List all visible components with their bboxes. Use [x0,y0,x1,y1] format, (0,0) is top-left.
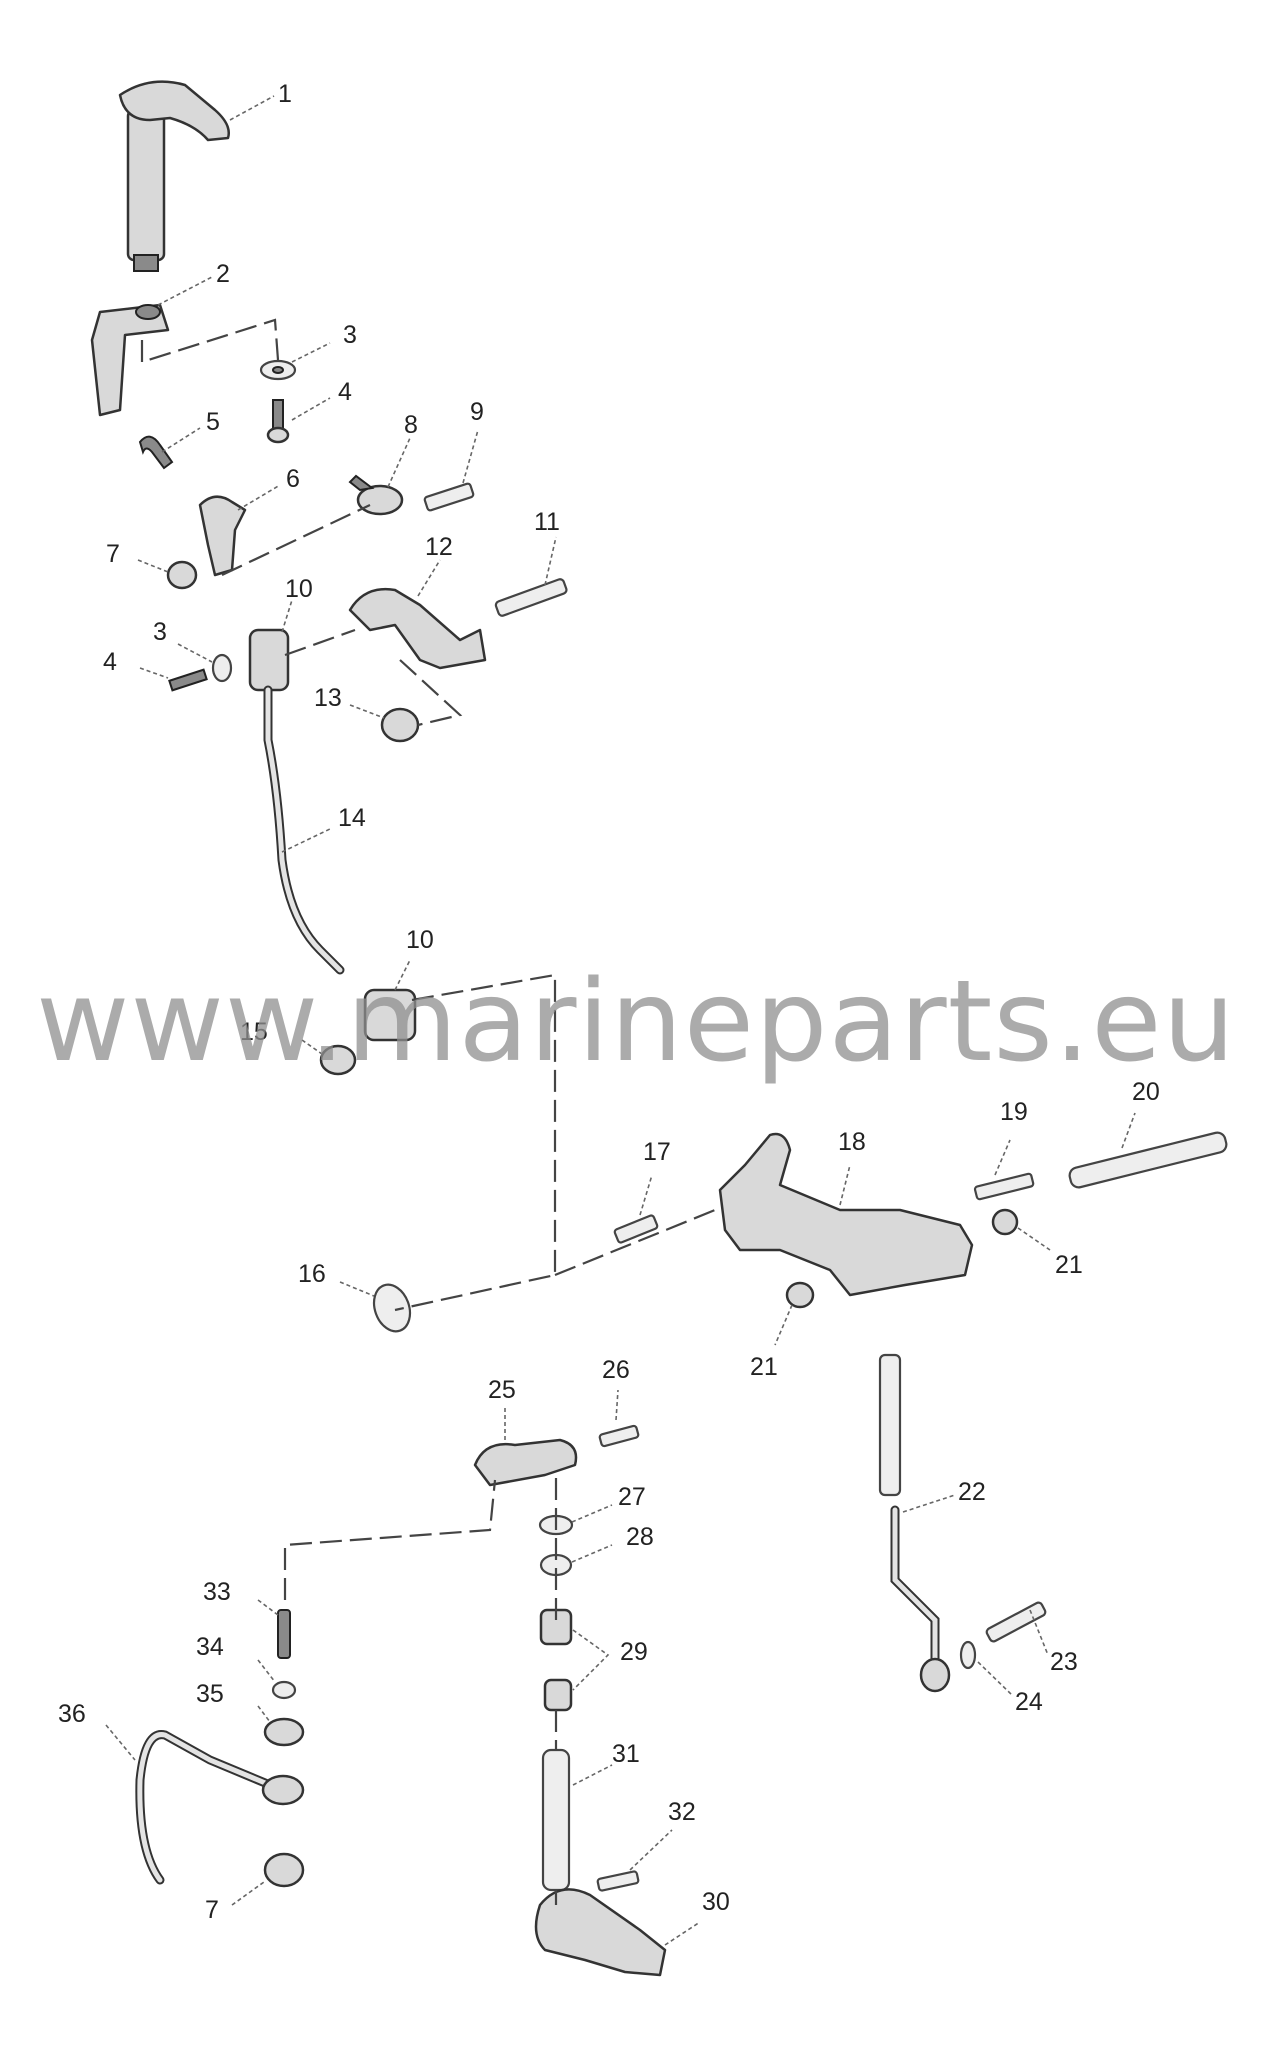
callout-3-lower: 3 [153,618,167,646]
callout-9: 9 [470,398,484,426]
callout-27: 27 [618,1483,646,1511]
callout-26: 26 [602,1356,630,1384]
assembly-phantom-lines [140,318,716,1905]
callout-19: 19 [1000,1098,1028,1126]
part-23-bolt [985,1601,1047,1643]
callout-5: 5 [206,408,220,436]
callout-11: 11 [534,508,560,536]
callout-34: 34 [196,1633,224,1661]
callout-15: 15 [240,1018,268,1046]
callout-6: 6 [286,465,300,493]
callout-36: 36 [58,1700,86,1728]
part-20-shift-rod [1068,1131,1228,1189]
part-36-shift-link [135,1730,305,1885]
part-4-screw-lower [168,668,208,692]
part-26-pin [598,1424,640,1448]
part-30-shift-arm [534,1888,667,1977]
part-10-cable-end-lower [363,988,417,1042]
part-12-shift-arm [348,587,487,670]
part-7-nut-lower [263,1852,305,1888]
part-22-shift-rod [878,1353,951,1693]
callout-7-upper: 7 [106,540,120,568]
callout-33: 33 [203,1578,231,1606]
part-15-nut [319,1044,357,1076]
callout-13: 13 [314,684,342,712]
part-21-clip-lower [785,1281,815,1309]
part-29-bushing-lower [543,1678,573,1712]
part-2-lever-bracket [90,303,170,417]
part-33-stud [277,1609,291,1659]
callout-10-upper: 10 [285,575,313,603]
callout-32: 32 [668,1798,696,1826]
callout-16: 16 [298,1260,326,1288]
part-14-cable [263,685,345,975]
part-19-pin [973,1172,1035,1201]
callout-2: 2 [216,260,230,288]
callout-17: 17 [643,1138,671,1166]
watermark-text: www.marineparts.eu [36,957,1236,1087]
callout-10-lower: 10 [406,926,434,954]
part-25-yoke [473,1438,578,1487]
part-13-nut [380,707,420,743]
part-21-clip-upper [991,1208,1019,1236]
part-4-screw-upper [266,399,290,444]
part-31-shaft [541,1748,571,1892]
callout-4-lower: 4 [103,648,117,676]
part-11-pin [494,578,568,617]
callout-14: 14 [338,804,366,832]
callout-25: 25 [488,1376,516,1404]
callout-12: 12 [425,533,453,561]
part-17-stud [613,1214,659,1244]
part-32-pin [596,1870,640,1892]
callout-8: 8 [404,411,418,439]
callout-28: 28 [626,1523,654,1551]
callout-35: 35 [196,1680,224,1708]
callout-30: 30 [702,1888,730,1916]
callout-4: 4 [338,378,352,406]
part-34-washer [271,1680,297,1700]
part-16-bushing [372,1283,412,1333]
callout-22: 22 [958,1478,986,1506]
callout-21-upper: 21 [1055,1251,1083,1279]
part-35-washer [263,1717,305,1747]
part-8-link [348,474,404,516]
callout-29: 29 [620,1638,648,1666]
part-5-clip [138,435,174,470]
callout-31: 31 [612,1740,640,1768]
callout-20: 20 [1132,1078,1160,1106]
part-24-washer [959,1640,977,1670]
callout-numbers: 1 2 3 4 5 6 7 8 9 10 11 12 3 4 13 14 10 … [58,80,1160,1924]
part-6-shift-lever [198,495,247,577]
part-3-washer-upper [259,359,297,381]
callout-23: 23 [1050,1648,1078,1676]
callout-1: 1 [278,80,292,108]
callout-21-lower: 21 [750,1353,778,1381]
callout-18: 18 [838,1128,866,1156]
part-3-washer-lower [211,653,233,683]
part-1-shift-handle [118,80,230,272]
callout-7-lower: 7 [205,1896,219,1924]
part-7-nut-upper [166,560,198,590]
part-10-cable-end-upper [248,628,290,692]
part-18-lever-assembly [718,1132,974,1297]
part-9-pin [423,482,475,512]
callout-3: 3 [343,321,357,349]
callout-24: 24 [1015,1688,1043,1716]
callout-leaders [105,95,1136,1946]
